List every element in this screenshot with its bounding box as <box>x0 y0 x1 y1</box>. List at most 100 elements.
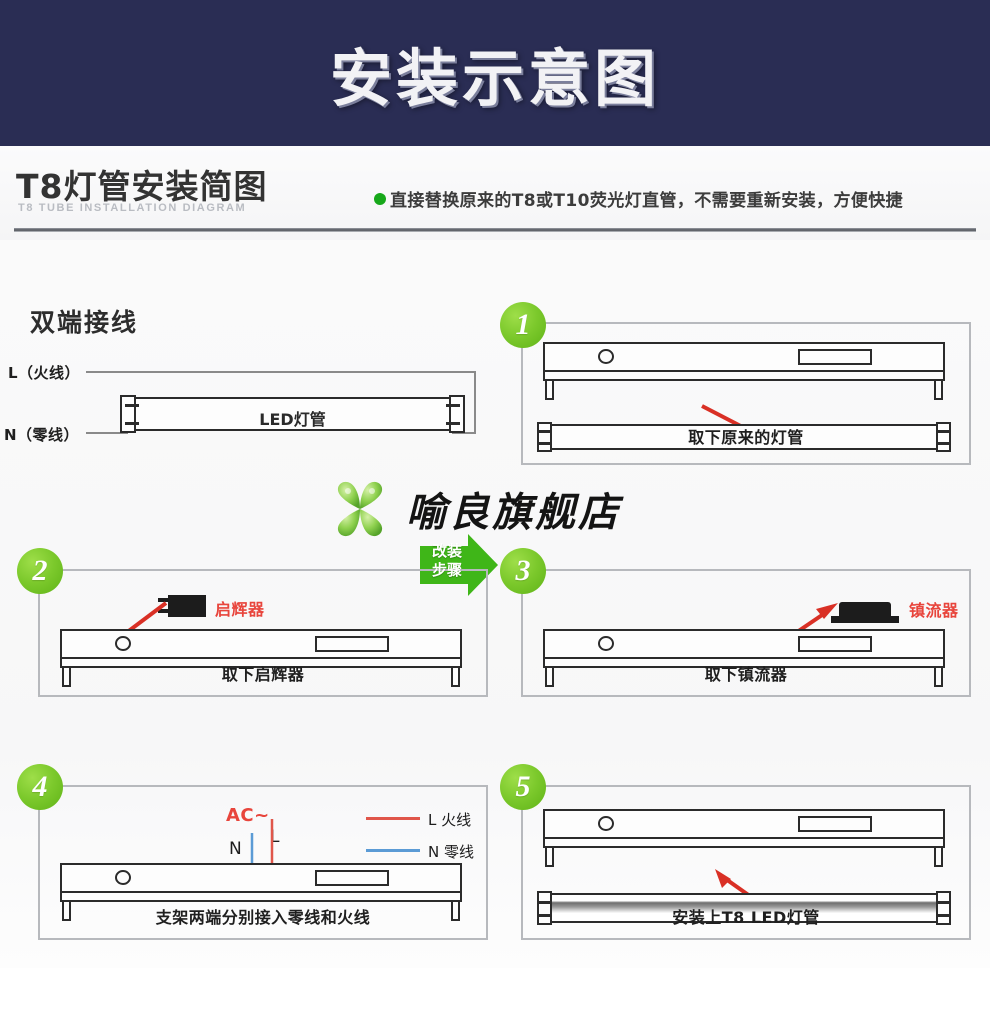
tube-pin-right-bottom <box>446 422 460 425</box>
neutral-line-label: N（零线） <box>4 426 80 444</box>
diagram-canvas: 双端接线 L（火线） N（零线） LED灯管 改装 步骤 <box>0 240 990 968</box>
page-banner: 安装示意图 <box>0 0 990 146</box>
starter-component-icon <box>168 595 206 617</box>
fixture-leg-right <box>451 668 460 687</box>
ballast-block <box>315 870 389 886</box>
fixture-leg-left <box>62 668 71 687</box>
tube-pin-left-top <box>539 430 550 433</box>
fixture-4 <box>60 863 462 921</box>
neutral-wire <box>86 432 128 434</box>
fixture-body <box>60 863 462 893</box>
ballast-base <box>831 616 899 623</box>
tube-body <box>550 424 938 450</box>
step-badge-4: 4 <box>17 764 63 810</box>
wiring-diagram-title: 双端接线 <box>30 308 139 337</box>
fixture-3 <box>543 629 945 687</box>
neutral-marker: N <box>229 839 242 859</box>
tagline: 直接替换原来的T8或T10荧光灯直管，不需要重新安装，方便快捷 <box>374 186 903 211</box>
legend-label-neutral: N 零线 <box>428 843 474 861</box>
starter-socket-icon <box>115 636 131 651</box>
fixture-lip <box>60 659 462 668</box>
four-leaf-clover-icon <box>337 481 383 537</box>
new-led-tube-5 <box>537 891 951 925</box>
modification-steps-arrow: 改装 步骤 <box>418 532 500 598</box>
tube-pin-left-bottom <box>125 422 139 425</box>
tube-body <box>550 893 938 923</box>
fixture-lip <box>60 893 462 902</box>
section-title-cn: T8灯管安装简图 <box>16 167 268 206</box>
live-marker: L <box>270 827 280 847</box>
tube-pin-right-bottom <box>938 914 949 917</box>
legend-line-live <box>366 817 420 820</box>
step-panel-4: AC~ N L L 火线 N 零线 支架两端分别接入零线和火线 <box>38 785 488 940</box>
tube-pin-left-top <box>539 901 550 904</box>
legend-label-live: L 火线 <box>428 811 472 829</box>
arrow-text-line2: 步骤 <box>431 561 462 579</box>
tube-pin-left-bottom <box>539 914 550 917</box>
starter-socket-icon <box>115 870 131 885</box>
legend-line-neutral <box>366 849 420 852</box>
shop-watermark: 喻良旗舰店 <box>326 478 670 540</box>
step-caption-2: 取下启辉器 <box>221 665 305 684</box>
fixture-leg-right <box>451 902 460 921</box>
step-panel-2: 启辉器 取下启辉器 <box>38 569 488 697</box>
ballast-label: 镇流器 <box>909 601 959 620</box>
tube-cap-right <box>936 891 951 925</box>
ballast-block <box>798 816 872 832</box>
led-tube-schematic: LED灯管 <box>120 392 465 434</box>
fixture-leg-left <box>545 668 554 687</box>
live-line-label: L（火线） <box>8 364 81 382</box>
ballast-component-icon <box>839 602 891 616</box>
step-caption-5: 安装上T8 LED灯管 <box>672 908 820 927</box>
fixture-leg-left <box>62 902 71 921</box>
tube-pin-right-top <box>938 430 949 433</box>
tube-cap-left <box>537 891 552 925</box>
step-badge-3: 3 <box>500 548 546 594</box>
tube-cap-left <box>537 422 552 452</box>
step-panel-5: 安装上T8 LED灯管 <box>521 785 971 940</box>
fixture-1 <box>543 342 945 400</box>
green-arrow-icon <box>420 534 498 596</box>
live-wire-horizontal <box>86 371 476 373</box>
starter-socket-icon <box>598 816 614 831</box>
fixture-5 <box>543 809 945 867</box>
step-panel-3: 镇流器 取下镇流器 <box>521 569 971 697</box>
ballast-block <box>315 636 389 652</box>
step-badge-1: 1 <box>500 302 546 348</box>
ballast-block <box>798 349 872 365</box>
starter-socket-icon <box>598 636 614 651</box>
fixture-lip <box>543 372 945 381</box>
step-caption-1: 取下原来的灯管 <box>688 428 804 447</box>
fixture-lip <box>543 839 945 848</box>
live-wire-vertical <box>474 371 476 434</box>
step-badge-5: 5 <box>500 764 546 810</box>
arrow-text: 改装 步骤 <box>424 542 470 580</box>
ballast-block <box>798 636 872 652</box>
tube-label: LED灯管 <box>259 410 326 429</box>
fixture-body <box>60 629 462 659</box>
step-caption-4: 支架两端分别接入零线和火线 <box>155 908 371 927</box>
fixture-leg-right <box>934 668 943 687</box>
tagline-text: 直接替换原来的T8或T10荧光灯直管，不需要重新安装，方便快捷 <box>390 191 904 211</box>
tube-cap-right <box>936 422 951 452</box>
section-title-en: T8 TUBE INSTALLATION DIAGRAM <box>18 202 247 214</box>
starter-pin-bottom <box>158 609 168 613</box>
header-divider <box>14 228 976 232</box>
fixture-lip <box>543 659 945 668</box>
old-tube-1 <box>537 422 951 452</box>
subheader: T8灯管安装简图 T8 TUBE INSTALLATION DIAGRAM 直接… <box>0 146 990 240</box>
page-title: 安装示意图 <box>329 42 660 115</box>
tube-pin-left-bottom <box>539 442 550 445</box>
ac-source-label: AC~ <box>226 805 270 826</box>
watermark-text: 喻良旗舰店 <box>406 489 621 536</box>
step-caption-3: 取下镇流器 <box>704 665 788 684</box>
starter-socket-icon <box>598 349 614 364</box>
fixture-leg-right <box>934 381 943 400</box>
tube-pin-right-top <box>938 901 949 904</box>
bullet-dot-icon <box>374 193 386 205</box>
tube-pin-left-top <box>125 404 139 407</box>
fixture-2 <box>60 629 462 687</box>
fixture-leg-left <box>545 381 554 400</box>
starter-label: 启辉器 <box>215 600 265 619</box>
step-badge-2: 2 <box>17 548 63 594</box>
